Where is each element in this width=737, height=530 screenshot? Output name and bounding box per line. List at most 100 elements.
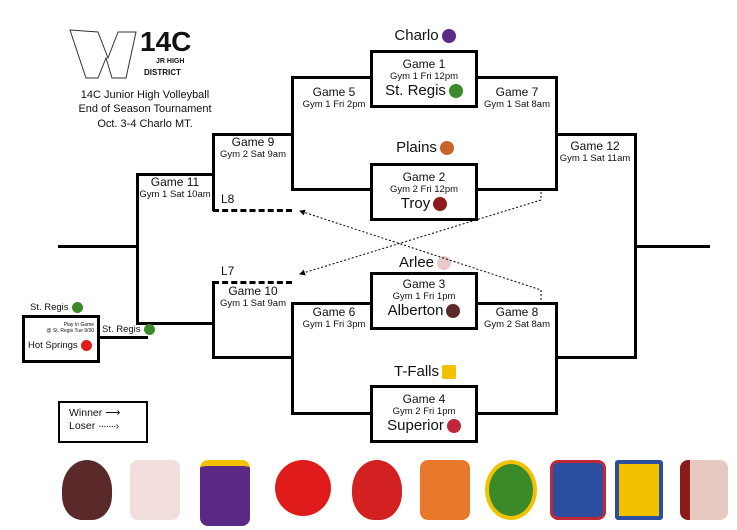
game-info: Gym 1 Fri 3pm	[302, 318, 366, 330]
game-info: Gym 2 Sat 9am	[220, 148, 286, 160]
game-4-box[interactable]: Game 4 Gym 2 Fri 1pm Superior	[370, 385, 478, 443]
game-info: Gym 1 Fri 12pm	[389, 71, 459, 82]
troy-logo	[680, 460, 728, 520]
team-alberton: Alberton	[373, 302, 475, 319]
bracket-line	[634, 245, 710, 248]
plains-horse-logo	[420, 460, 470, 520]
playin-bottom-team: Hot Springs	[28, 340, 97, 351]
title-line: Oct. 3-4 Charlo MT.	[97, 117, 193, 130]
charlo-icon	[441, 29, 456, 44]
bracket-line	[478, 76, 558, 79]
game-1-box[interactable]: Game 1 Gym 1 Fri 12pm St. Regis	[370, 50, 478, 108]
playin-box[interactable]: Play In Game @ St. Regis Tue 9/30 Hot Sp…	[22, 315, 100, 363]
logo-jr-high: JR HIGH	[156, 58, 185, 65]
loser-slot-l7: L7	[221, 264, 235, 278]
game-title: Game 3	[402, 277, 446, 291]
plains-icon	[439, 141, 454, 156]
bracket-line	[478, 188, 558, 191]
dotted-arrow-icon: ·······›	[98, 420, 119, 432]
bracket-line	[478, 302, 558, 305]
game-info: Gym 1 Sat 8am	[484, 98, 550, 110]
team-name: St. Regis	[102, 324, 141, 336]
team-name: Troy	[400, 195, 431, 212]
troy-icon	[433, 197, 448, 212]
montana-w-icon	[69, 29, 137, 79]
game-info: Gym 1 Fri 1pm	[392, 291, 456, 302]
game-2-box[interactable]: Game 2 Gym 2 Fri 12pm Troy	[370, 163, 478, 221]
team-name: Alberton	[387, 302, 444, 319]
loser-slot-line	[213, 281, 292, 284]
playin-note: @ St. Regis Tue 9/30	[46, 328, 94, 334]
game-3-box[interactable]: Game 3 Gym 1 Fri 1pm Alberton	[370, 272, 478, 330]
team-name: Charlo	[394, 27, 439, 44]
team-troy: Troy	[373, 195, 475, 212]
game-info: Gym 1 Fri 2pm	[302, 98, 366, 110]
game-info: Gym 2 Fri 12pm	[389, 184, 459, 195]
st-regis-logo	[485, 460, 537, 520]
alberton-logo	[62, 460, 112, 520]
game-title: Game 12	[570, 139, 620, 153]
bracket-line	[137, 322, 213, 325]
game-info: Gym 1 Sat 11am	[559, 152, 631, 164]
arlee-logo	[130, 460, 180, 520]
team-name: Superior	[387, 417, 444, 434]
game-title: Game 8	[495, 305, 539, 319]
bracket-line	[213, 356, 292, 359]
bracket-line	[555, 356, 636, 359]
bracket-line	[292, 412, 370, 415]
game-info: Gym 2 Fri 1pm	[392, 406, 456, 417]
loser-slot-line	[213, 209, 292, 212]
legend-label: Winner	[69, 407, 103, 419]
title-line: End of Season Tournament	[78, 103, 212, 116]
bracket-line	[478, 412, 558, 415]
hot-springs-icon	[80, 340, 92, 351]
team-name: Arlee	[398, 254, 435, 271]
bracket-line	[212, 133, 215, 211]
t-falls-icon	[442, 365, 456, 380]
tournament-title: 14C Junior High Volleyball End of Season…	[55, 88, 235, 131]
logo-district: DISTRICT	[144, 68, 181, 77]
playin-note: Play In Game	[63, 322, 94, 328]
team-charlo: Charlo	[370, 27, 480, 44]
logo-14c: 14C	[140, 26, 192, 57]
loser-arrow-g7	[299, 192, 542, 276]
team-plains: Plains	[370, 139, 480, 156]
bracket-line	[99, 336, 148, 339]
t-falls-logo	[615, 460, 663, 520]
st-regis-icon	[143, 324, 155, 335]
superior-logo	[550, 460, 606, 520]
team-t-falls: T-Falls	[370, 363, 480, 380]
bracket-line	[213, 133, 292, 136]
game-title: Game 5	[312, 85, 356, 99]
bracket-line	[292, 302, 370, 305]
bracket-line	[137, 173, 213, 176]
legend: Winner ⟶ Loser ·······›	[58, 401, 148, 443]
game-title: Game 6	[312, 305, 356, 319]
bracket-line	[291, 76, 294, 191]
plains-devil-logo	[352, 460, 402, 520]
district-logo: 14C JR HIGH DISTRICT	[68, 26, 203, 80]
team-st-regis: St. Regis	[373, 82, 475, 99]
bracket-line	[58, 245, 137, 248]
team-name: T-Falls	[394, 363, 439, 380]
game-info: Gym 1 Sat 9am	[220, 297, 286, 309]
legend-label: Loser	[69, 420, 96, 432]
legend-loser: Loser ·······›	[69, 420, 146, 432]
st-regis-icon	[448, 84, 463, 99]
charlo-logo	[200, 460, 250, 526]
bracket-line	[136, 173, 139, 325]
team-name: St. Regis	[385, 82, 446, 99]
alberton-icon	[446, 304, 461, 319]
game-title: Game 7	[495, 85, 539, 99]
game-info: Gym 1 Sat 10am	[139, 188, 211, 200]
legend-winner: Winner ⟶	[69, 407, 146, 419]
bracket-line	[291, 302, 294, 415]
